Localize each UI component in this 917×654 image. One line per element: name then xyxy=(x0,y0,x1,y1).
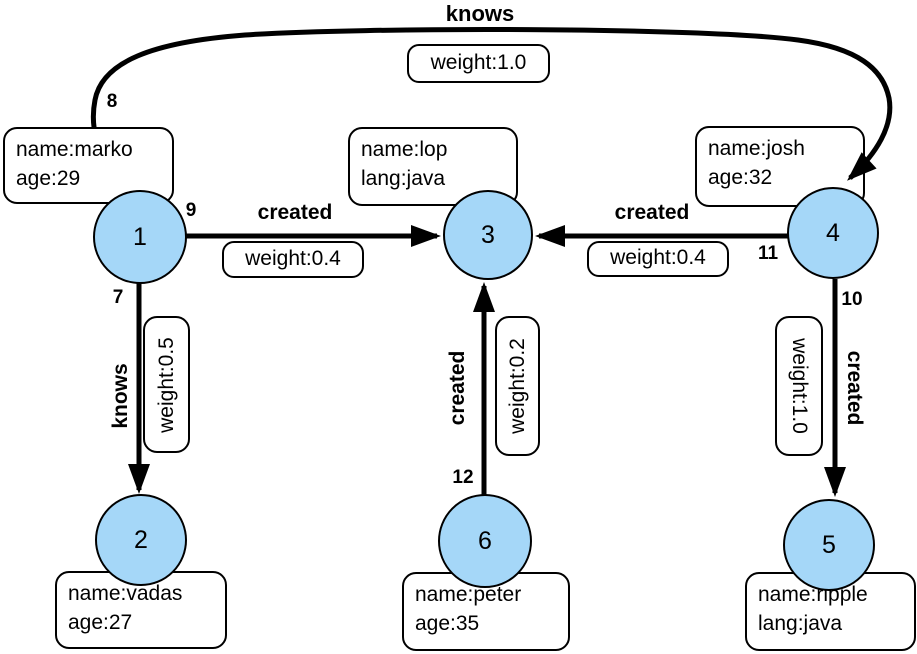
node-3: 3 xyxy=(443,190,533,280)
edge-10-weight: weight:1.0 xyxy=(788,338,811,434)
node-1: 1 xyxy=(93,190,187,284)
edge-12-label: created xyxy=(446,350,469,426)
property-line: age:35 xyxy=(415,612,480,635)
node-6: 6 xyxy=(438,494,532,588)
node-1-id: 1 xyxy=(133,222,147,251)
edge-11-weight-box: weight:0.4 xyxy=(587,241,729,277)
node-6-id: 6 xyxy=(478,526,492,555)
edge-9-label: created xyxy=(257,201,333,224)
property-box-josh: name:josh age:32 xyxy=(695,126,865,207)
property-line: name:marko xyxy=(16,138,133,161)
edge-10-weight-box: weight:1.0 xyxy=(775,316,823,456)
edge-11-label: created xyxy=(614,201,690,224)
property-line: lang:java xyxy=(758,612,843,635)
property-line: name:lop xyxy=(361,138,448,161)
edge-7-weight: weight:0.5 xyxy=(154,336,178,433)
property-line: age:29 xyxy=(16,167,81,190)
edge-12-id: 12 xyxy=(452,467,474,488)
node-3-id: 3 xyxy=(481,220,495,249)
node-5-id: 5 xyxy=(822,530,836,559)
edge-7-weight-box: weight:0.5 xyxy=(143,316,190,453)
property-line: lang:java xyxy=(361,167,446,190)
edge-11-id: 11 xyxy=(757,243,779,264)
node-4-id: 4 xyxy=(826,218,840,247)
edge-8-label: knows xyxy=(445,1,515,26)
edge-12-weight-box: weight:0.2 xyxy=(495,316,540,456)
property-line: name:josh xyxy=(708,137,805,160)
property-line: age:32 xyxy=(708,166,773,189)
node-2-id: 2 xyxy=(134,525,148,554)
edge-12-weight: weight:0.2 xyxy=(505,338,529,434)
edge-8-weight-box: weight:1.0 xyxy=(407,44,550,83)
edge-7-label: knows xyxy=(109,363,132,429)
edge-8-line xyxy=(90,27,893,198)
property-line: name:peter xyxy=(415,583,522,606)
node-5: 5 xyxy=(783,499,875,591)
edge-7-id: 7 xyxy=(112,287,124,308)
edge-10-label: created xyxy=(843,350,866,426)
edge-8-id: 8 xyxy=(106,91,118,112)
edge-9-id: 9 xyxy=(185,200,197,221)
edge-10-id: 10 xyxy=(841,289,863,310)
node-4: 4 xyxy=(787,187,879,279)
edge-9-weight-box: weight:0.4 xyxy=(222,241,364,278)
property-line: age:27 xyxy=(68,611,133,634)
node-2: 2 xyxy=(95,494,187,586)
property-line: name:vadas xyxy=(68,582,183,605)
